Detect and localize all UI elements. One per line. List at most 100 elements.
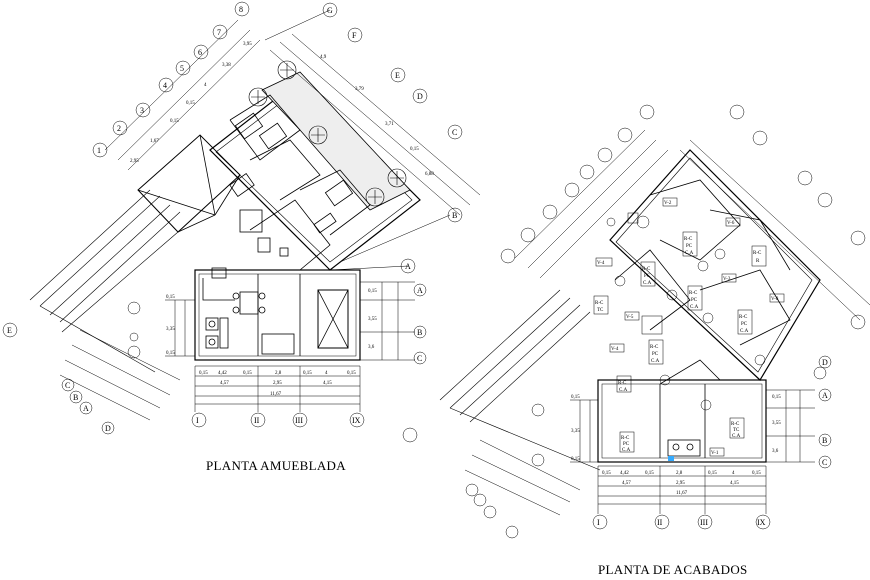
axis-label: E bbox=[395, 71, 400, 80]
dim-label: 0,15 bbox=[772, 395, 781, 400]
axis-label: C bbox=[65, 381, 70, 390]
dim-label: 0,15 bbox=[347, 371, 356, 376]
dim-label: 3,35 bbox=[166, 327, 175, 332]
dim-label: 3,71 bbox=[385, 122, 394, 127]
axis-label: B bbox=[822, 436, 827, 445]
axis-label: III bbox=[700, 518, 708, 527]
title-planta-de-acabados: PLANTA DE ACABADOS bbox=[598, 562, 748, 577]
finish-tag: C.A bbox=[690, 305, 699, 310]
finish-tag: C.A bbox=[651, 359, 660, 364]
dim-label: 4,15 bbox=[730, 481, 739, 486]
axis-labels-right: I II III IX A B C D bbox=[597, 358, 828, 527]
finish-tag: R-C bbox=[621, 436, 630, 441]
dim-label: 2,95 bbox=[273, 381, 282, 386]
dim-label: 2,95 bbox=[130, 159, 139, 164]
dim-label: 3,55 bbox=[772, 421, 781, 426]
left-side-dims bbox=[531, 399, 598, 467]
axis-label: 4 bbox=[163, 81, 167, 90]
finish-tag: PC bbox=[741, 322, 748, 327]
finish-tag: V-5 bbox=[626, 315, 634, 320]
dim-label: 4,57 bbox=[220, 381, 229, 386]
finish-tag: PC bbox=[644, 274, 651, 279]
finish-tag: V-8 bbox=[771, 297, 779, 302]
axis-label: III bbox=[295, 416, 303, 425]
axis-label: D bbox=[417, 92, 423, 101]
dim-label: 2,8 bbox=[676, 471, 683, 476]
axis-label: C bbox=[452, 128, 457, 137]
finish-tag: R-C bbox=[689, 291, 698, 296]
finish-tag: PC bbox=[623, 442, 630, 447]
bottom-dims bbox=[592, 465, 771, 530]
lower-left-axes bbox=[402, 427, 581, 539]
finish-tag: V-2 bbox=[664, 201, 672, 206]
axis-label: A bbox=[822, 391, 828, 400]
dim-label: 0,15 bbox=[410, 147, 419, 152]
dim-label: 3,35 bbox=[571, 429, 580, 434]
finish-tag: V-6 bbox=[727, 221, 735, 226]
dim-label: 3,6 bbox=[772, 449, 779, 454]
top-axes bbox=[92, 1, 481, 274]
dim-label: 3,38 bbox=[222, 63, 231, 68]
finish-tag: TC bbox=[597, 308, 604, 313]
finish-tag: R-C bbox=[642, 267, 651, 272]
finish-tag: C.A bbox=[619, 388, 628, 393]
dim-label: 0,15 bbox=[199, 371, 208, 376]
axis-label: C bbox=[822, 458, 827, 467]
finish-tag: C.A bbox=[740, 329, 749, 334]
axis-label: IX bbox=[352, 416, 361, 425]
axis-label: I bbox=[196, 416, 199, 425]
finish-tags bbox=[593, 197, 785, 457]
axis-label: A bbox=[405, 262, 411, 271]
dim-label: 11,67 bbox=[270, 392, 282, 397]
lot-diagonals bbox=[29, 189, 181, 373]
diagonal-wing bbox=[209, 60, 421, 271]
finish-tag: R-C bbox=[753, 251, 762, 256]
bottom-dims bbox=[191, 365, 365, 428]
finish-tag: C.A bbox=[643, 281, 652, 286]
axis-label: II bbox=[657, 518, 663, 527]
top-axes bbox=[500, 104, 870, 330]
finish-tag: C.A bbox=[622, 448, 631, 453]
axis-label: B bbox=[73, 393, 78, 402]
finish-tag: V-4 bbox=[597, 261, 605, 266]
patio-area bbox=[261, 71, 411, 211]
axis-label: 6 bbox=[198, 48, 202, 57]
lower-block bbox=[194, 199, 361, 361]
dim-label: 0,15 bbox=[368, 289, 377, 294]
axis-label: B bbox=[417, 328, 422, 337]
dim-label: 4 bbox=[325, 371, 328, 376]
axis-label: 8 bbox=[239, 5, 243, 14]
finish-tag: V-3 bbox=[723, 277, 731, 282]
lower-block bbox=[597, 359, 767, 463]
lot-diagonals bbox=[439, 289, 601, 471]
finish-tag: PC bbox=[686, 244, 693, 249]
plan-acabados: R-C PC C.A R-C R R-C PC C.A R-C PC C.A R… bbox=[402, 104, 870, 539]
dim-label: 0,15 bbox=[166, 295, 175, 300]
dim-label: 4,42 bbox=[620, 471, 629, 476]
dim-label: 3,6 bbox=[368, 345, 375, 350]
title-planta-amueblada: PLANTA AMUEBLADA bbox=[206, 458, 346, 473]
dim-label: 1,67 bbox=[150, 139, 159, 144]
axis-label: E bbox=[7, 326, 12, 335]
finish-tag: R-C bbox=[595, 301, 604, 306]
dim-label: 3,55 bbox=[368, 317, 377, 322]
dim-label: 6,88 bbox=[425, 172, 434, 177]
dim-label: 4 bbox=[204, 83, 207, 88]
finish-tag: PC bbox=[691, 298, 698, 303]
dim-label: 0,15 bbox=[166, 351, 175, 356]
dim-label: 0,15 bbox=[303, 371, 312, 376]
dim-label: 0,15 bbox=[645, 471, 654, 476]
dim-label: 0,15 bbox=[571, 457, 580, 462]
dim-label: 0,15 bbox=[170, 119, 179, 124]
dim-label: 4 bbox=[732, 471, 735, 476]
finish-tag: R-C bbox=[731, 422, 740, 427]
finish-tag-labels: R-C PC C.A R-C R R-C PC C.A R-C PC C.A R… bbox=[595, 201, 779, 456]
finish-tag: TC bbox=[733, 428, 740, 433]
finish-tag: R-C bbox=[684, 237, 693, 242]
dim-label: 11,67 bbox=[676, 491, 688, 496]
finish-tag: R bbox=[756, 259, 760, 264]
finish-tag: V-4 bbox=[611, 347, 619, 352]
finish-tag: V-1 bbox=[711, 451, 719, 456]
dim-label: 4,9 bbox=[320, 55, 327, 60]
right-dims bbox=[360, 281, 427, 365]
